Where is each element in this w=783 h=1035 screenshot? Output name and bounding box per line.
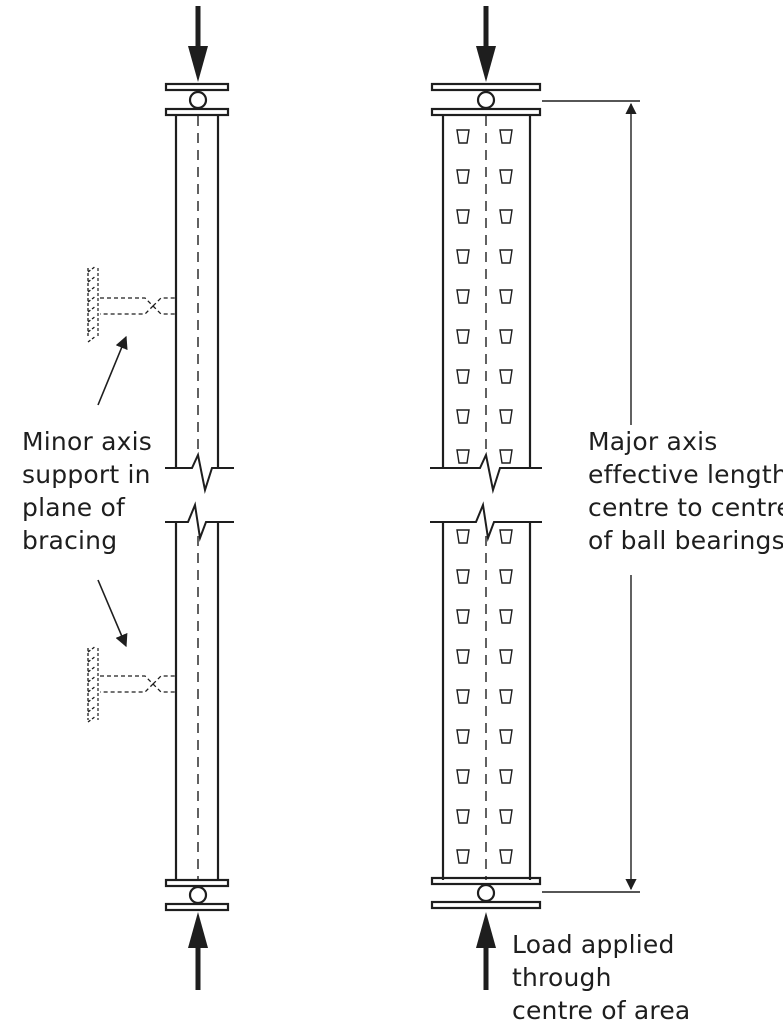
pointer-arrow-upper-bracing bbox=[97, 335, 128, 406]
strain-gauge-icon bbox=[499, 169, 513, 184]
strain-gauge-icon bbox=[499, 609, 513, 624]
left-bottom-load-arrow bbox=[188, 912, 208, 990]
strain-gauge-icon bbox=[456, 369, 470, 384]
strain-gauges bbox=[456, 129, 513, 864]
strain-gauge-icon bbox=[456, 649, 470, 664]
strain-gauge-icon bbox=[456, 689, 470, 704]
strain-gauge-icon bbox=[456, 849, 470, 864]
strain-gauge-icon bbox=[499, 809, 513, 824]
strain-gauge-icon bbox=[499, 649, 513, 664]
right-top-bearing bbox=[430, 82, 542, 117]
strain-gauge-icon bbox=[456, 529, 470, 544]
right-top-load-arrow bbox=[476, 6, 496, 82]
strain-gauge-icon bbox=[456, 569, 470, 584]
strain-gauge-icon bbox=[499, 729, 513, 744]
strain-gauge-icon bbox=[499, 769, 513, 784]
strain-gauge-icon bbox=[499, 289, 513, 304]
strain-gauge-icon bbox=[499, 849, 513, 864]
strain-gauge-icon bbox=[456, 729, 470, 744]
strain-gauge-icon bbox=[456, 289, 470, 304]
strain-gauge-icon bbox=[456, 409, 470, 424]
strain-gauge-icon bbox=[456, 169, 470, 184]
strain-gauge-icon bbox=[456, 769, 470, 784]
lower-bracing-support bbox=[87, 645, 176, 723]
strain-gauge-icon bbox=[456, 609, 470, 624]
strain-gauge-icon bbox=[499, 249, 513, 264]
strain-gauge-icon bbox=[499, 209, 513, 224]
strain-gauge-icon bbox=[499, 129, 513, 144]
strain-gauge-icon bbox=[499, 449, 513, 464]
load-label: Load applied through centre of area bbox=[512, 930, 690, 1025]
minor-axis-label: Minor axis support in plane of bracing bbox=[22, 427, 160, 555]
right-column-lower-segment bbox=[430, 501, 542, 880]
right-column bbox=[430, 6, 640, 990]
major-axis-label: Major axis effective length centre to ce… bbox=[588, 427, 783, 555]
strain-gauge-icon bbox=[456, 809, 470, 824]
left-column bbox=[87, 6, 234, 990]
strain-gauge-icon bbox=[499, 409, 513, 424]
strain-gauge-icon bbox=[499, 529, 513, 544]
right-bottom-bearing bbox=[430, 876, 542, 910]
strain-gauge-icon bbox=[456, 249, 470, 264]
strain-gauge-icon bbox=[499, 569, 513, 584]
strain-gauge-icon bbox=[456, 449, 470, 464]
pointer-arrow-lower-bracing bbox=[97, 579, 128, 648]
left-column-upper-segment bbox=[165, 116, 234, 494]
right-column-upper-segment bbox=[430, 116, 542, 494]
strain-gauge-icon bbox=[456, 129, 470, 144]
strain-gauge-icon bbox=[456, 209, 470, 224]
strain-gauge-icon bbox=[456, 329, 470, 344]
right-bottom-load-arrow bbox=[476, 912, 496, 990]
strain-gauge-icon bbox=[499, 689, 513, 704]
left-top-bearing bbox=[164, 82, 230, 117]
major-axis-dimension bbox=[542, 100, 640, 893]
left-bottom-bearing bbox=[164, 878, 230, 912]
upper-bracing-support bbox=[87, 265, 176, 343]
left-column-lower-segment bbox=[165, 501, 234, 880]
left-top-load-arrow bbox=[188, 6, 208, 82]
strain-gauge-icon bbox=[499, 329, 513, 344]
strain-gauge-icon bbox=[499, 369, 513, 384]
